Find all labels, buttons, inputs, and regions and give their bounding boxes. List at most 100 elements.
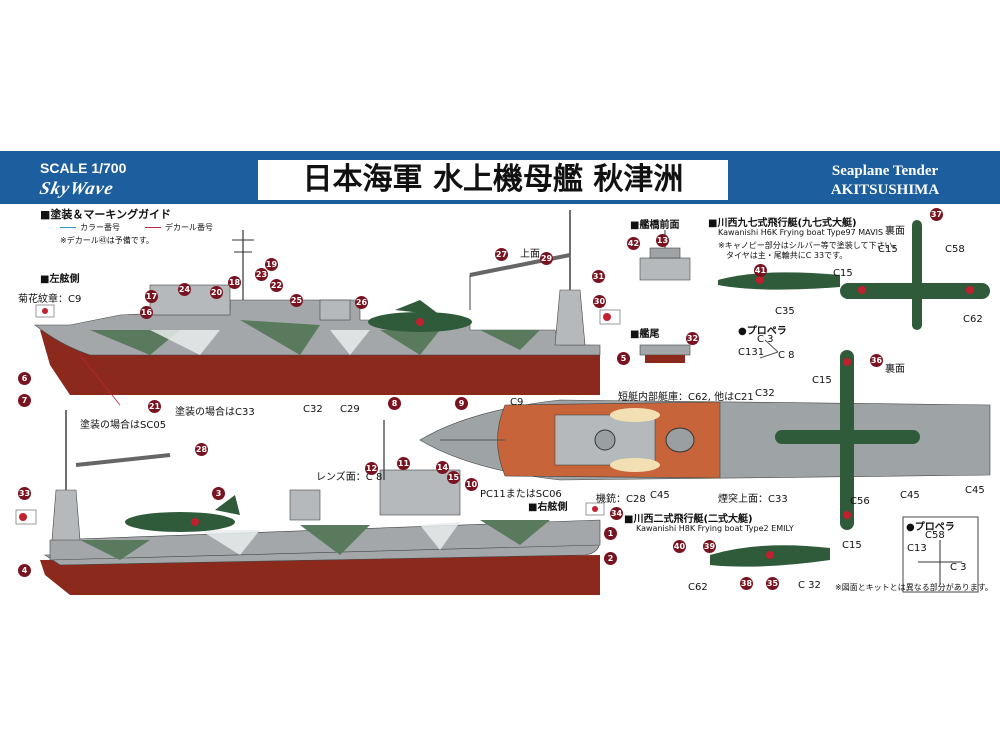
decal-callout-27: 27 [495, 248, 508, 261]
decal-callout-42: 42 [627, 237, 640, 250]
decal-callout-18: 18 [228, 276, 241, 289]
decal-callout-32: 32 [686, 332, 699, 345]
decal-line-swatch [145, 227, 161, 228]
starboard-side-heading: ■右舷側 [528, 502, 568, 513]
bridge-front-heading: ■艦橋前面 [630, 220, 680, 231]
note-top-surface: 上面 [520, 249, 540, 260]
decal-callout-14: 14 [436, 461, 449, 474]
decal-callout-38: 38 [740, 577, 753, 590]
h8k-label-c62: C62 [688, 582, 708, 593]
decal-callout-20: 20 [210, 286, 223, 299]
h8k-label-c15: C15 [842, 540, 862, 551]
decal-callout-29: 29 [540, 252, 553, 265]
decal-callout-9: 9 [455, 397, 468, 410]
footer-note: ※図面とキットとは異なる部分があります。 [835, 583, 993, 592]
scale-label: SCALE 1/700 [40, 160, 127, 176]
port-side-ship [34, 210, 601, 406]
decal-callout-13: 13 [656, 234, 669, 247]
decal-callout-22: 22 [270, 279, 283, 292]
label-c29: C29 [340, 404, 360, 415]
decal-callout-23: 23 [255, 268, 268, 281]
h6k-propeller-heading: ●プロペラ [738, 326, 787, 337]
decal-callout-41: 41 [754, 264, 767, 277]
chrysanthemum-note: 菊花紋章：C9 [18, 294, 82, 305]
h6k-prop-c3: C 3 [757, 334, 774, 345]
decal-callout-34: 34 [610, 507, 623, 520]
decal-callout-31: 31 [592, 270, 605, 283]
label-c9: C9 [510, 397, 524, 408]
propeller-diagram-h6k [759, 339, 779, 359]
decal-callout-33: 33 [18, 487, 31, 500]
h6k-heading: ■川西九七式飛行艇(九七式大艇) [708, 218, 857, 229]
port-side-heading: ■左舷側 [40, 274, 80, 285]
decal-callout-16: 16 [140, 306, 153, 319]
h8k-label-c15-top: C15 [812, 375, 832, 386]
stern-view [639, 344, 691, 363]
h8k-label-c45: C45 [900, 490, 920, 501]
decal-callout-28: 28 [195, 443, 208, 456]
h6k-label-c35: C35 [775, 306, 795, 317]
h8k-top-view [775, 350, 920, 530]
page-title: 日本海軍 水上機母艦 秋津洲 [258, 160, 728, 200]
decal-callout-37: 37 [930, 208, 943, 221]
decal-callout-10: 10 [465, 478, 478, 491]
title-en-line2: AKITSUSHIMA [830, 182, 940, 198]
legend-color-number: カラー番号 [80, 223, 120, 232]
h8k-prop-c3: C 3 [950, 562, 967, 573]
h8k-side-view [710, 545, 830, 567]
legend-decal-number: デカール番号 [165, 223, 213, 232]
h6k-note2: タイヤは主・尾輪共にC 33です。 [726, 251, 848, 260]
h6k-english: Kawanishi H6K Frying boat Type97 MAVIS [718, 228, 884, 237]
h6k-underside-1: 裏面 [885, 226, 905, 237]
decal-callout-11: 11 [397, 457, 410, 470]
decal-callout-6: 6 [18, 372, 31, 385]
decal-callout-4: 4 [18, 564, 31, 577]
decal-callout-30: 30 [593, 295, 606, 308]
note-funnel-top: 煙突上面：C33 [718, 494, 788, 505]
h6k-label-c15-top: C15 [878, 244, 898, 255]
label-deck-c45: C45 [650, 490, 670, 501]
decal-callout-15: 15 [447, 471, 460, 484]
decal-callout-19: 19 [265, 258, 278, 271]
h8k-label-c45b: C45 [965, 485, 985, 496]
decal-callout-8: 8 [388, 397, 401, 410]
color-line-swatch [60, 227, 76, 228]
h8k-english: Kawanishi H8K Frying boat Type2 EMILY [636, 524, 794, 533]
decal-callout-1: 1 [604, 527, 617, 540]
decal-callout-17: 17 [145, 290, 158, 303]
decal-callout-35: 35 [766, 577, 779, 590]
starboard-side-ship [40, 410, 601, 595]
decal-callout-25: 25 [290, 294, 303, 307]
h8k-heading: ■川西二式飛行艇(二式大艇) [624, 514, 753, 525]
note-pc11: PC11またはSC06 [480, 489, 562, 500]
decal-callout-7: 7 [18, 394, 31, 407]
h8k-prop-c13: C13 [907, 543, 927, 554]
h6k-underside-2: 裏面 [885, 364, 905, 375]
note-boat-interior: 短艇内部艇庫：C62, 他はC21 [618, 392, 754, 403]
bridge-front-view [639, 230, 691, 281]
h8k-label-c35: C 32 [798, 580, 821, 591]
decal-callout-40: 40 [673, 540, 686, 553]
h6k-note1: ※キャノピー部分はシルバー等で塗装して下さい。 [718, 241, 901, 250]
label-c32: C32 [303, 404, 323, 415]
label-deck-c32: C32 [755, 388, 775, 399]
decal-callout-36: 36 [870, 354, 883, 367]
decal-callout-24: 24 [178, 283, 191, 296]
decal-callout-12: 12 [365, 462, 378, 475]
h6k-label-c58: C58 [945, 244, 965, 255]
legend-note: ※デカール㊸は予備です。 [60, 236, 154, 245]
decal-callout-21: 21 [148, 400, 161, 413]
note-machine-gun: 機銃：C28 [596, 494, 646, 505]
h8k-label-c56: C56 [850, 496, 870, 507]
h8k-prop-c58: C58 [925, 530, 945, 541]
stern-heading: ■艦尾 [630, 329, 660, 340]
decal-callout-5: 5 [617, 352, 630, 365]
h6k-label-c62: C62 [963, 314, 983, 325]
h6k-prop-c8: C 8 [778, 350, 795, 361]
propeller-diagram-h8k [902, 516, 979, 593]
h6k-label-c15: C15 [833, 268, 853, 279]
legend-heading: ■塗装＆マーキングガイド [40, 208, 172, 221]
decal-callout-26: 26 [355, 296, 368, 309]
note-lens: レンズ面：C 8 [316, 472, 383, 483]
